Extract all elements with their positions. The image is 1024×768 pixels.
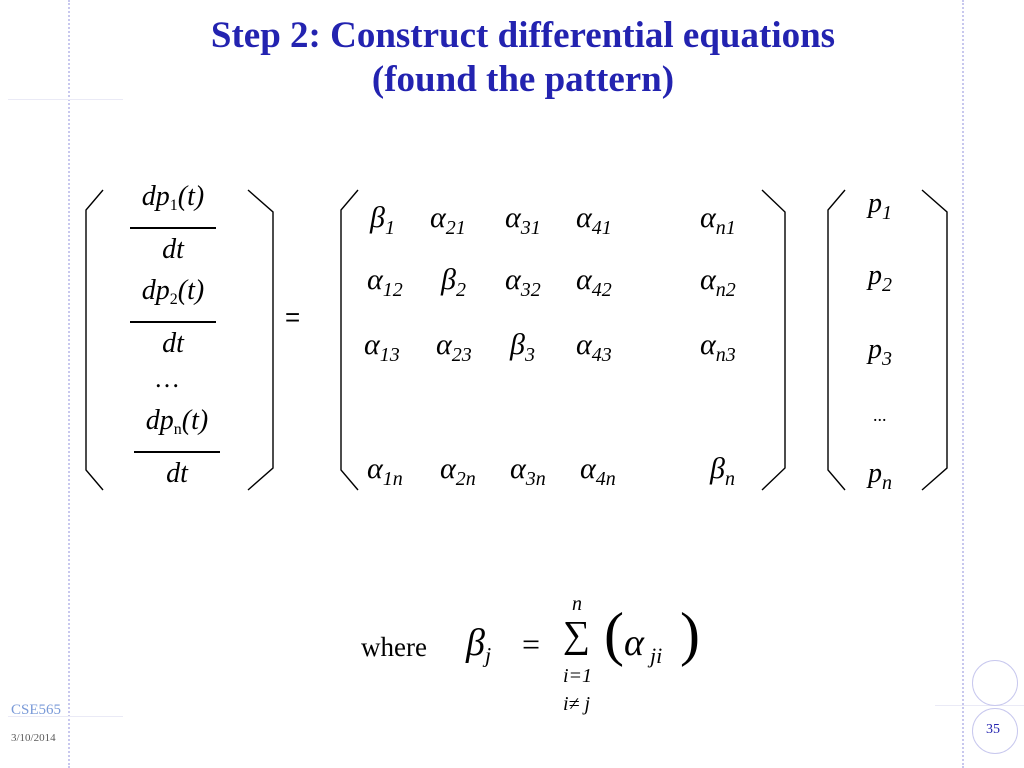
right-dotted-guide bbox=[962, 0, 964, 768]
lhs-fraction-2: dp2(t) dt bbox=[130, 274, 216, 361]
lhs-right-bracket bbox=[247, 189, 274, 491]
sum-lower-limit-2: i≠ j bbox=[563, 693, 591, 715]
decorative-circle-top bbox=[972, 660, 1018, 706]
matrix-entry-rnc2: α2n bbox=[440, 452, 476, 490]
equals-sign: = bbox=[285, 302, 301, 332]
sum-upper-limit: n bbox=[572, 593, 582, 615]
bottom-right-rule bbox=[935, 705, 1024, 706]
lhs-left-bracket bbox=[85, 189, 104, 491]
matrix-entry-r3c2: α23 bbox=[436, 328, 472, 366]
vector-entry-3: p3 bbox=[868, 334, 892, 370]
title-line-2: (found the pattern) bbox=[371, 59, 675, 100]
bottom-left-rule bbox=[8, 716, 123, 717]
fraction-bar bbox=[130, 320, 216, 323]
left-dotted-guide bbox=[68, 0, 70, 768]
decorative-circle-bottom bbox=[972, 708, 1018, 754]
page-number: 35 bbox=[986, 722, 1000, 737]
matrix-entry-r1c4: α41 bbox=[576, 201, 612, 239]
matrix-entry-r3c1: α13 bbox=[364, 328, 400, 366]
fraction-bar bbox=[130, 226, 216, 229]
matrix-entry-r2c1: α12 bbox=[367, 263, 403, 301]
lhs-fraction-1: dp1(t) dt bbox=[130, 180, 216, 267]
vector-entry-2: p2 bbox=[868, 260, 892, 296]
vector-ellipsis: ... bbox=[873, 405, 887, 425]
vector-entry-n: pn bbox=[868, 458, 892, 494]
footer-course-label: CSE565 bbox=[11, 702, 62, 718]
matrix-entry-r1c3: α31 bbox=[505, 201, 541, 239]
matrix-entry-r3c3: β3 bbox=[510, 328, 535, 366]
matrix-entry-rnc5: βn bbox=[710, 452, 735, 490]
matrix-entry-r2c3: α32 bbox=[505, 263, 541, 301]
footer-date: 3/10/2014 bbox=[11, 732, 56, 744]
matrix-entry-rnc1: α1n bbox=[367, 452, 403, 490]
sum-lower-limit-1: i=1 bbox=[563, 665, 593, 687]
vector-left-bracket bbox=[827, 189, 846, 491]
matrix-entry-r2c2: β2 bbox=[441, 263, 466, 301]
matrix-left-bracket bbox=[340, 189, 359, 491]
matrix-entry-rnc3: α3n bbox=[510, 452, 546, 490]
matrix-entry-r3c5: αn3 bbox=[700, 328, 736, 366]
matrix-entry-r1c5: αn1 bbox=[700, 201, 736, 239]
matrix-entry-r1c2: α21 bbox=[430, 201, 466, 239]
left-paren: ( bbox=[604, 601, 624, 667]
vector-right-bracket bbox=[921, 189, 948, 491]
top-left-rule bbox=[8, 99, 123, 100]
lhs-ellipsis: … bbox=[154, 364, 180, 393]
beta-j: βj bbox=[466, 622, 492, 668]
where-equals: = bbox=[522, 626, 541, 662]
vector-entry-1: p1 bbox=[868, 188, 892, 224]
title-line-1: Step 2: Construct differential equations bbox=[210, 15, 836, 56]
matrix-entry-r1c1: β1 bbox=[370, 201, 395, 239]
matrix-right-bracket bbox=[761, 189, 786, 491]
where-label: where bbox=[361, 632, 427, 662]
right-paren: ) bbox=[680, 601, 700, 667]
lhs-fraction-n: dpn(t) dt bbox=[134, 404, 220, 491]
matrix-entry-r2c5: αn2 bbox=[700, 263, 736, 301]
matrix-entry-r2c4: α42 bbox=[576, 263, 612, 301]
slide-title: Step 2: Construct differential equations… bbox=[0, 14, 1024, 102]
matrix-entry-rnc4: α4n bbox=[580, 452, 616, 490]
fraction-bar bbox=[134, 450, 220, 453]
matrix-entry-r3c4: α43 bbox=[576, 328, 612, 366]
sigma-icon: ∑ bbox=[563, 614, 591, 656]
